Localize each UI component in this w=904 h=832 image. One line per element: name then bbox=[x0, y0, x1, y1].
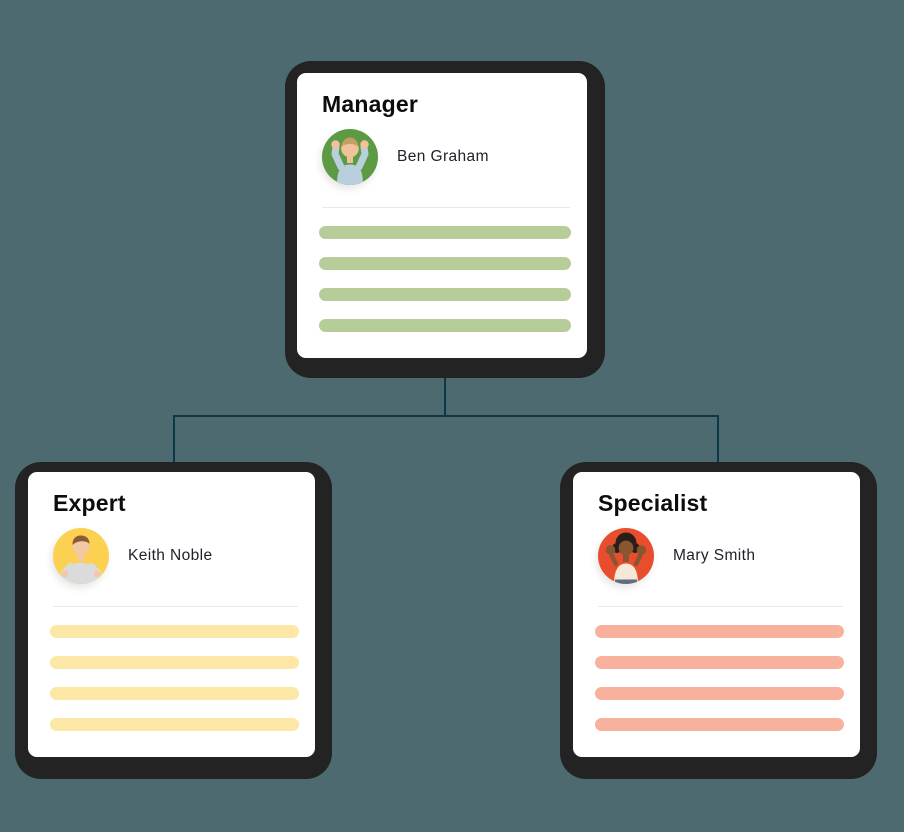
manager-card: Manager Ben Graham bbox=[297, 73, 587, 358]
placeholder-bar bbox=[595, 718, 844, 731]
card-divider bbox=[322, 207, 570, 208]
connector-drop-expert bbox=[173, 415, 175, 465]
expert-card: Expert Keith Noble bbox=[28, 472, 315, 757]
man-hands-on-hips-avatar-icon bbox=[53, 528, 109, 584]
specialist-card: Specialist bbox=[573, 472, 860, 757]
placeholder-bar bbox=[50, 625, 299, 638]
org-node-specialist[interactable]: Specialist bbox=[560, 462, 877, 779]
placeholder-bar bbox=[595, 656, 844, 669]
org-node-manager[interactable]: Manager Ben Graham bbox=[285, 61, 605, 378]
placeholder-text-block bbox=[319, 226, 571, 350]
connector-horizontal-rail bbox=[173, 415, 719, 417]
person-row: Mary Smith bbox=[598, 528, 755, 584]
node-title: Manager bbox=[322, 91, 418, 117]
node-title: Specialist bbox=[598, 490, 708, 516]
man-cheering-avatar-icon bbox=[322, 129, 378, 185]
connector-manager-stem bbox=[444, 377, 446, 417]
person-row: Ben Graham bbox=[322, 129, 489, 185]
avatar-illustration bbox=[331, 137, 369, 185]
placeholder-bar bbox=[595, 625, 844, 638]
placeholder-text-block bbox=[595, 625, 844, 749]
person-name: Ben Graham bbox=[397, 148, 489, 165]
placeholder-text-block bbox=[50, 625, 299, 749]
placeholder-bar bbox=[319, 288, 571, 301]
placeholder-bar bbox=[50, 656, 299, 669]
person-row: Keith Noble bbox=[53, 528, 213, 584]
placeholder-bar bbox=[319, 257, 571, 270]
org-node-expert[interactable]: Expert Keith Noble bbox=[15, 462, 332, 779]
placeholder-bar bbox=[319, 319, 571, 332]
node-title: Expert bbox=[53, 490, 126, 516]
woman-waving-hands-avatar-icon bbox=[598, 528, 654, 584]
connector-drop-specialist bbox=[717, 415, 719, 465]
person-name: Mary Smith bbox=[673, 547, 756, 564]
placeholder-bar bbox=[595, 687, 844, 700]
placeholder-bar bbox=[319, 226, 571, 239]
card-divider bbox=[53, 606, 298, 607]
placeholder-bar bbox=[50, 687, 299, 700]
card-divider bbox=[598, 606, 843, 607]
avatar-illustration bbox=[605, 532, 647, 584]
placeholder-bar bbox=[50, 718, 299, 731]
avatar-illustration bbox=[60, 535, 102, 584]
person-name: Keith Noble bbox=[128, 547, 213, 564]
